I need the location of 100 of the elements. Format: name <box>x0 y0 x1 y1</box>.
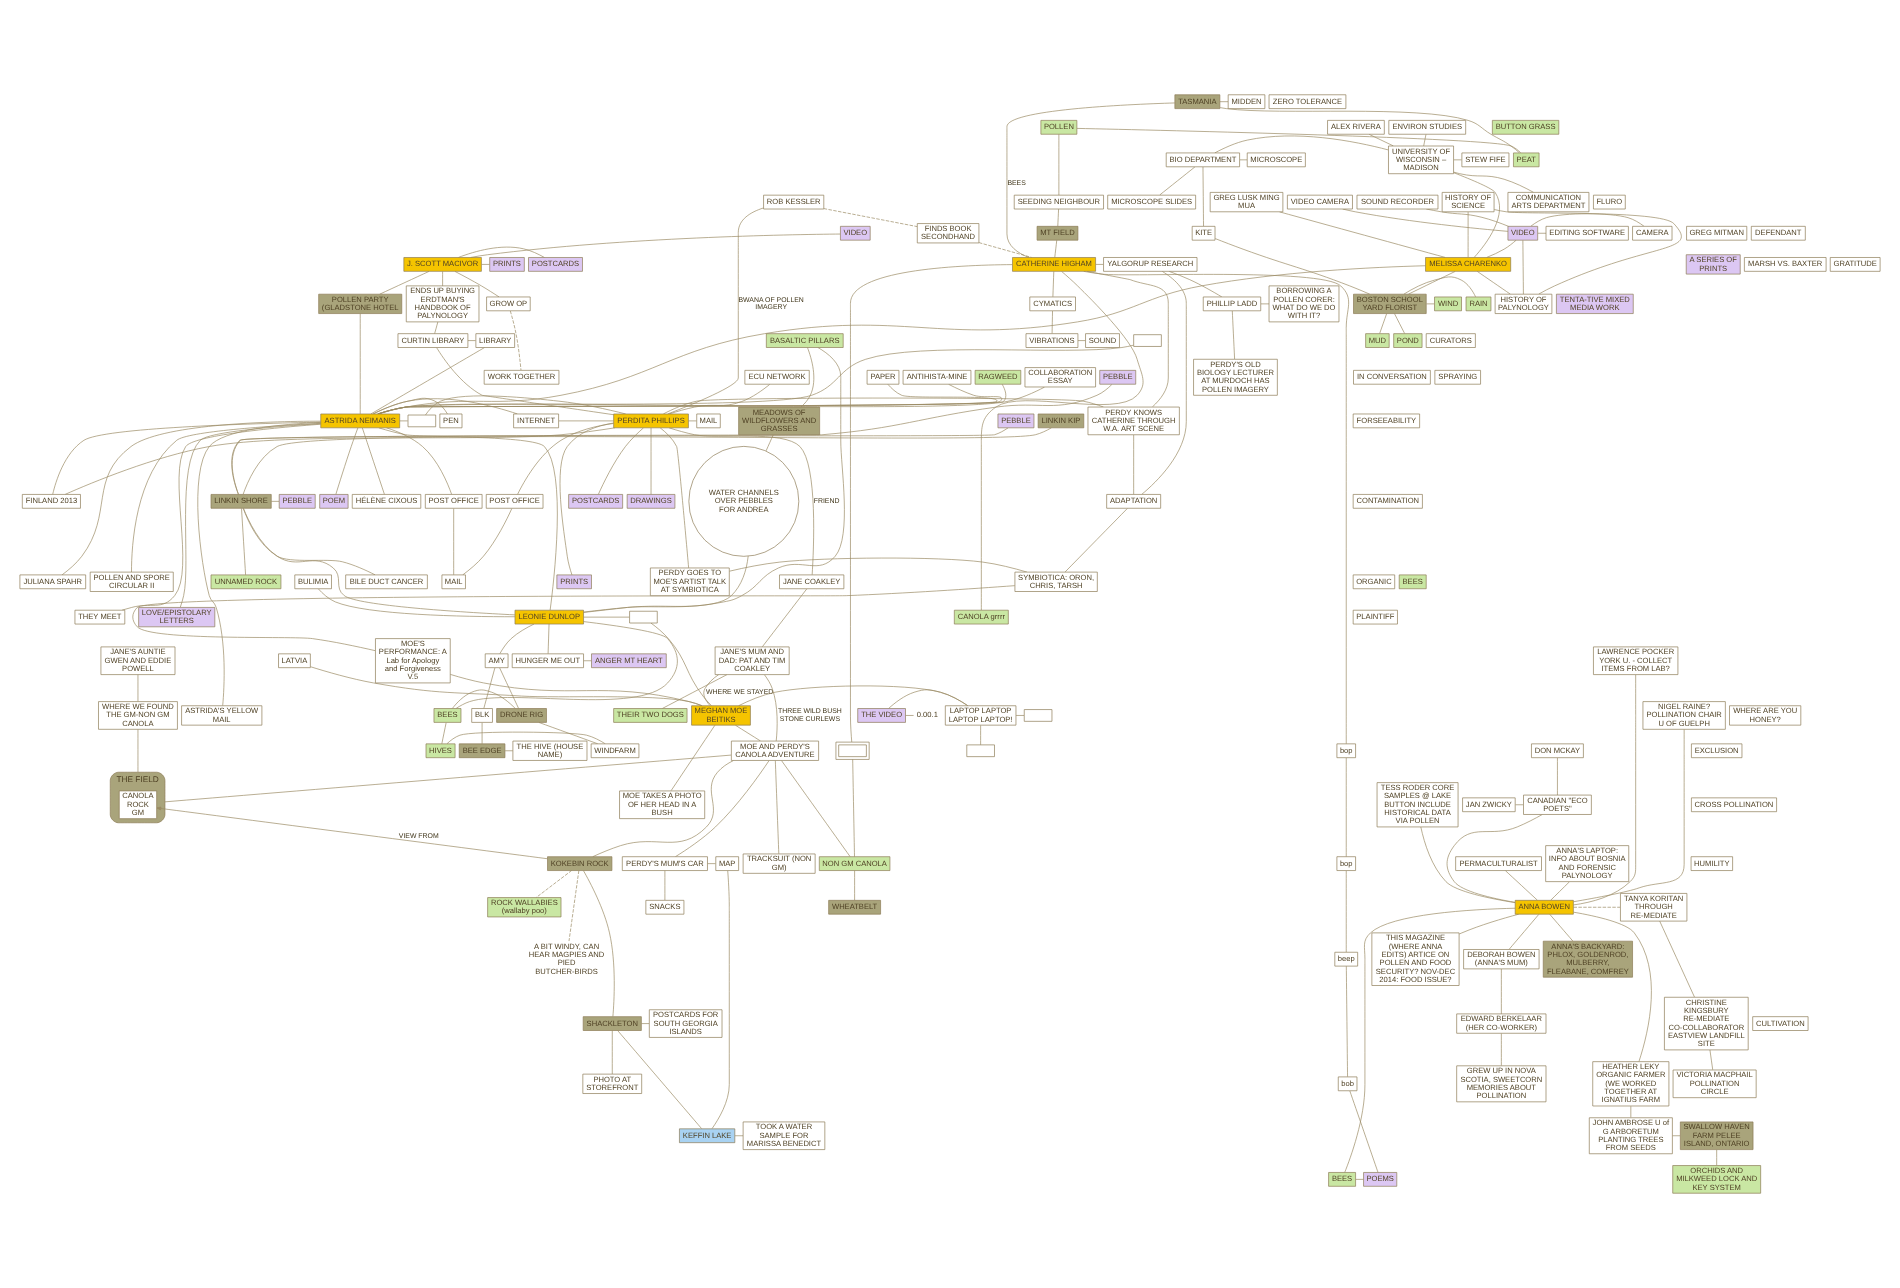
connector <box>436 347 614 416</box>
connector <box>454 271 500 298</box>
connector <box>317 588 516 618</box>
connector <box>453 508 455 576</box>
node-box <box>407 414 437 428</box>
connector <box>425 395 626 416</box>
connector <box>568 870 580 942</box>
node-box <box>629 610 658 624</box>
connector <box>1342 208 1509 232</box>
connector <box>888 689 969 709</box>
connector <box>1006 102 1176 258</box>
connector <box>905 715 915 716</box>
connector <box>668 384 771 415</box>
connector <box>1537 232 1547 234</box>
connector <box>535 870 572 898</box>
connector <box>980 724 981 746</box>
connector <box>734 1135 744 1137</box>
connector <box>379 271 430 295</box>
connector <box>1672 1135 1681 1137</box>
connector <box>1423 133 1427 147</box>
connector <box>451 689 516 709</box>
connector <box>242 508 376 576</box>
connector <box>583 660 592 662</box>
connector <box>1344 907 1516 1173</box>
connector <box>558 420 614 422</box>
connector <box>1426 303 1435 305</box>
connector <box>164 754 732 803</box>
connector <box>1202 166 1204 227</box>
connector <box>1231 310 1235 360</box>
connector <box>1486 239 1517 258</box>
connector <box>132 585 1016 652</box>
connector <box>1549 914 1574 942</box>
connector <box>781 760 851 857</box>
connector <box>1159 166 1196 196</box>
connector <box>1504 870 1538 901</box>
connector <box>978 242 1032 258</box>
connector <box>711 870 730 1129</box>
connector <box>583 616 630 618</box>
connector <box>1368 133 1394 147</box>
connector <box>61 420 321 576</box>
connector <box>765 434 774 452</box>
connector <box>1345 870 1347 953</box>
connector <box>735 724 761 742</box>
connector <box>510 310 522 371</box>
connector <box>1453 171 1534 193</box>
connector <box>1214 238 1371 295</box>
connector <box>1239 159 1248 161</box>
node-box <box>1023 709 1053 722</box>
connector <box>1550 881 1570 901</box>
connector <box>1659 920 1695 998</box>
connector <box>1345 965 1348 1078</box>
connector <box>854 870 855 901</box>
connector <box>359 313 361 415</box>
connector <box>243 508 516 616</box>
connector <box>1508 914 1540 950</box>
connector <box>1051 310 1053 334</box>
connector <box>499 623 535 654</box>
connector <box>470 233 841 258</box>
connector <box>1573 906 1621 908</box>
connector <box>775 760 780 855</box>
connector <box>231 384 1113 495</box>
connector <box>370 347 485 415</box>
connector <box>598 427 644 495</box>
connector <box>481 264 490 265</box>
connector <box>271 501 280 502</box>
connector <box>641 1023 650 1024</box>
connector <box>1349 1090 1379 1173</box>
connector <box>455 621 678 709</box>
connector <box>1054 239 1058 258</box>
connector <box>442 271 443 287</box>
connector <box>1058 133 1060 196</box>
connector <box>668 427 814 575</box>
connector <box>386 427 452 495</box>
connector <box>650 427 652 495</box>
connector <box>1219 107 1520 154</box>
connector <box>441 722 447 745</box>
connector <box>1716 1149 1718 1166</box>
connector <box>738 685 969 707</box>
connector <box>1458 913 1520 935</box>
connector <box>981 271 1144 611</box>
connector <box>1573 674 1637 906</box>
connector <box>481 722 483 745</box>
connector <box>661 674 728 709</box>
arrow <box>156 806 548 860</box>
connector <box>1425 208 1509 227</box>
connector <box>1394 313 1405 334</box>
connector <box>1501 968 1502 1015</box>
connector <box>1095 264 1104 265</box>
connector <box>852 759 855 858</box>
connector <box>1133 434 1134 495</box>
connector <box>650 622 712 706</box>
connector <box>729 557 1028 573</box>
node-box <box>966 744 995 757</box>
connector <box>1530 213 1645 227</box>
connector <box>241 508 246 576</box>
connector <box>1057 208 1059 227</box>
connector <box>449 674 703 707</box>
connector <box>1379 313 1387 334</box>
connector <box>1573 729 1685 903</box>
connector <box>1076 128 1522 154</box>
